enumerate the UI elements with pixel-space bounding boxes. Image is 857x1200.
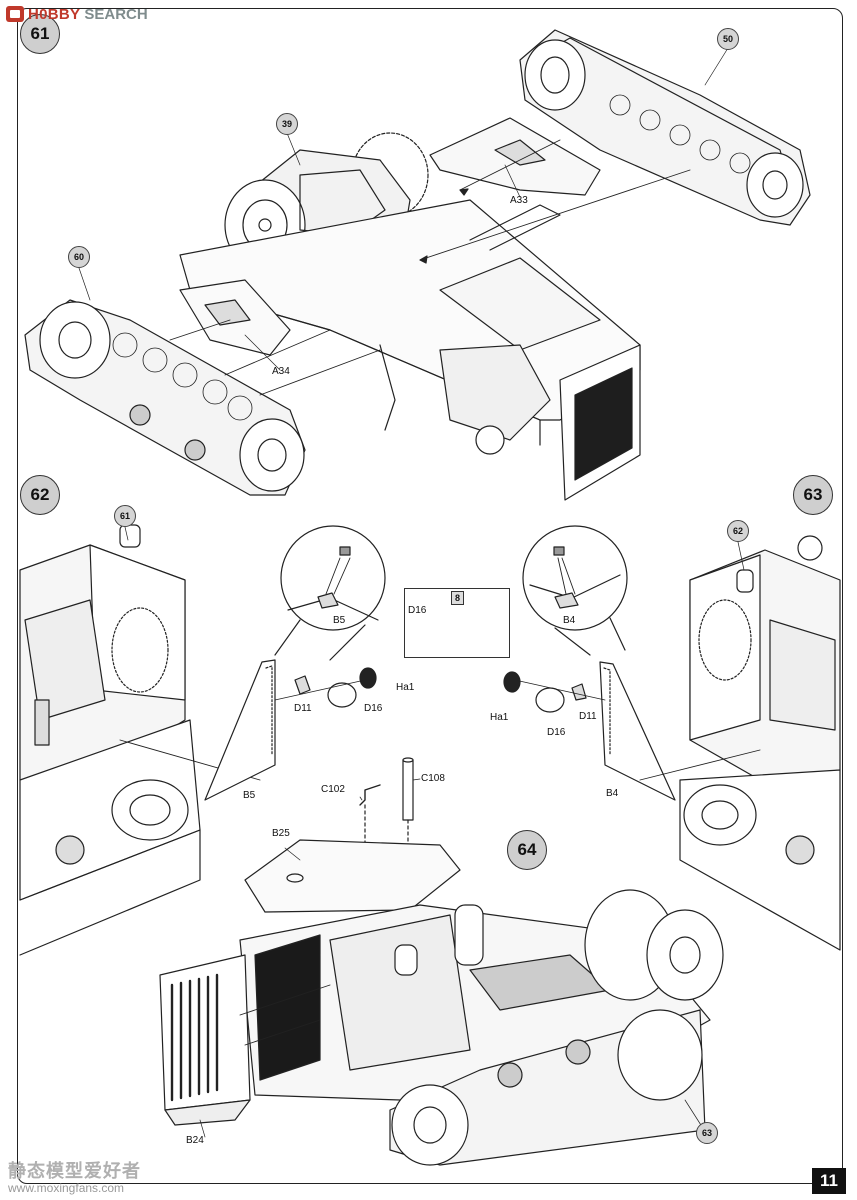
leader-lines xyxy=(78,47,745,1138)
part-label-c108: C108 xyxy=(421,773,445,784)
part-label-d11-left: D11 xyxy=(294,703,312,714)
part-label-b4: B4 xyxy=(606,788,619,799)
watermark-cn-text: 静态模型爱好者 xyxy=(8,1161,141,1182)
ref-step-50-badge: 50 xyxy=(717,28,739,50)
part-label-a34: A34 xyxy=(272,366,290,377)
ref-step-61-badge: 61 xyxy=(114,505,136,527)
step-64-bulldozer xyxy=(159,757,724,1166)
step-61-badge: 61 xyxy=(20,14,60,54)
hobbysearch-logo-icon xyxy=(6,6,24,22)
detail-circle-b4 xyxy=(522,525,628,656)
part-label-d11-right: D11 xyxy=(579,711,597,722)
part-label-d16-inset: D16 xyxy=(408,605,427,616)
detail-circle-b5 xyxy=(274,525,386,661)
ref-step-63-badge: 63 xyxy=(696,1122,718,1144)
part-label-d16-right: D16 xyxy=(547,727,566,738)
ref-step-62-badge: 62 xyxy=(727,520,749,542)
part-label-ha1-right: Ha1 xyxy=(490,712,509,723)
hobbysearch-watermark: H0BBY SEARCH xyxy=(6,4,148,24)
part-label-b5: B5 xyxy=(243,790,256,801)
part-label-b24: B24 xyxy=(186,1135,204,1146)
step-63-badge: 63 xyxy=(793,475,833,515)
part-label-a33: A33 xyxy=(510,195,528,206)
inset-d16-box: 8 D16 xyxy=(404,588,510,658)
watermark-brand-a: H0BBY xyxy=(28,5,81,23)
step-62-badge: 62 xyxy=(20,475,60,515)
watermark-brand-b: SEARCH xyxy=(84,5,148,23)
inset-step-number: 8 xyxy=(451,591,464,605)
moxingfans-watermark: 静态模型爱好者 www.moxingfans.com xyxy=(8,1157,141,1195)
step-61-chassis-drawing xyxy=(24,29,811,501)
b4-panel-assembly xyxy=(503,661,676,801)
part-label-b25: B25 xyxy=(272,828,290,839)
part-label-c102: C102 xyxy=(321,784,345,795)
part-label-ha1-left: Ha1 xyxy=(396,682,415,693)
step-64-badge: 64 xyxy=(507,830,547,870)
part-label-b5-detail: B5 xyxy=(333,615,346,626)
b5-panel-assembly xyxy=(204,659,377,801)
part-label-b4-detail: B4 xyxy=(563,615,576,626)
page-number: 11 xyxy=(812,1168,846,1194)
step-63-engine-right xyxy=(639,535,841,951)
page-frame xyxy=(17,8,843,1184)
ref-step-39-badge: 39 xyxy=(276,113,298,135)
watermark-url-text: www.moxingfans.com xyxy=(8,1181,125,1195)
ref-step-60-badge: 60 xyxy=(68,246,90,268)
step-62-engine-left xyxy=(19,524,261,956)
part-label-d16-left: D16 xyxy=(364,703,383,714)
